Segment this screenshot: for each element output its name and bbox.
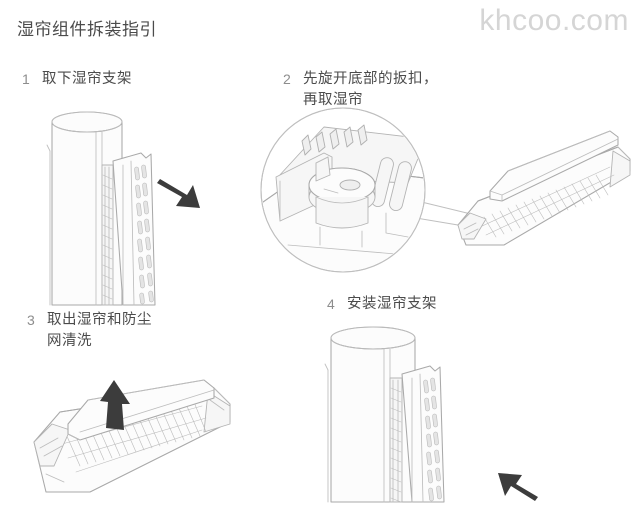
step-4-label: 安装湿帘支架 <box>347 296 437 312</box>
step-3-label: 取出湿帘和防尘 网清洗 <box>47 312 152 349</box>
panel-slot-recess <box>389 377 403 503</box>
step-2-label: 先旋开底部的扳扣， 再取湿帘 <box>303 71 438 108</box>
rotary-latch-icon <box>308 156 376 229</box>
wet-curtain-tray <box>457 130 631 246</box>
step-1-label: 取下湿帘支架 <box>42 71 132 87</box>
step-4-number: 4 <box>327 296 336 312</box>
figure-step-2 <box>258 105 635 295</box>
step-3-number: 3 <box>27 312 36 328</box>
pull-out-arrow-icon <box>157 179 200 208</box>
step-2-number: 2 <box>283 71 292 87</box>
step-2-heading: 2 先旋开底部的扳扣， 再取湿帘 <box>283 69 438 111</box>
figure-step-3 <box>18 370 248 500</box>
wet-curtain-panel <box>112 152 156 306</box>
step-3-heading: 3 取出湿帘和防尘 网清洗 <box>27 310 152 352</box>
push-in-arrow-icon <box>498 473 538 501</box>
figure-step-1 <box>45 105 235 306</box>
dust-filter-sheet <box>489 130 619 202</box>
site-watermark: khcoo.com <box>479 4 629 37</box>
wet-curtain-tray <box>33 379 231 493</box>
step-1-heading: 1 取下湿帘支架 <box>22 69 132 90</box>
step-4-heading: 4 安装湿帘支架 <box>327 294 437 315</box>
wet-curtain-panel <box>401 365 445 503</box>
lift-out-arrow-icon <box>100 380 130 430</box>
panel-slot-recess <box>101 164 114 306</box>
step-1-number: 1 <box>22 71 31 87</box>
figure-step-4 <box>318 322 538 503</box>
latch-detail-circle <box>260 107 426 273</box>
page-title: 湿帘组件拆装指引 <box>17 20 157 39</box>
